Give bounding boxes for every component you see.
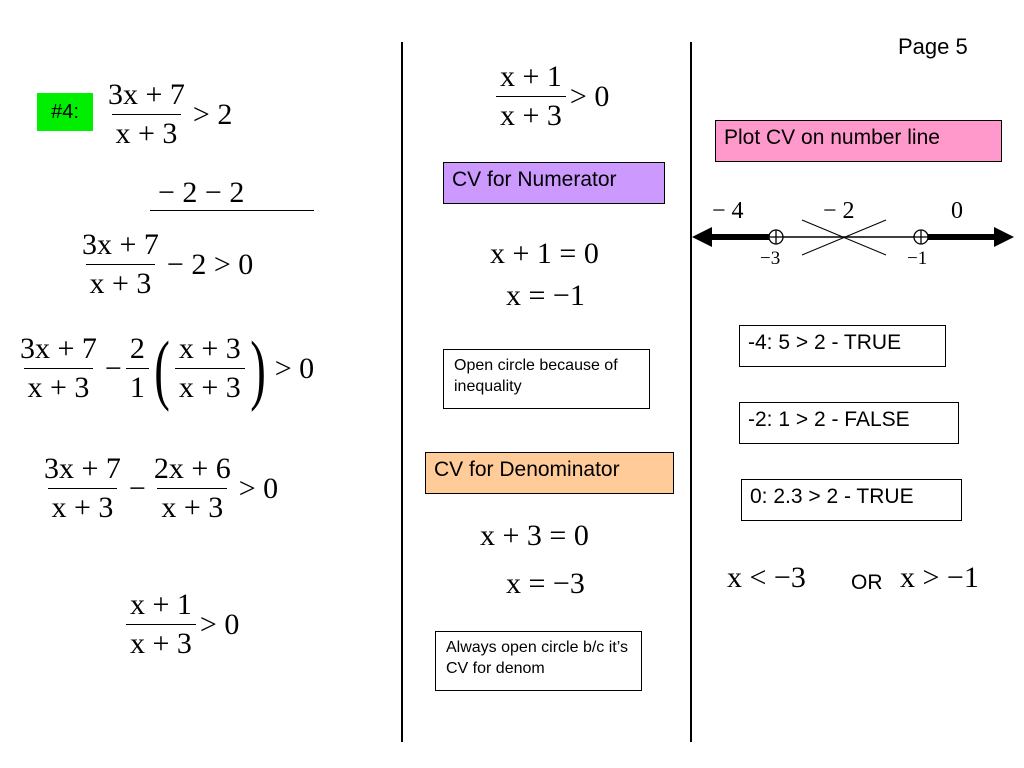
right-paren: ) [249, 324, 266, 412]
always-open-circle-note: Always open circle b/c it’s CV for denom [435, 631, 642, 691]
rhs: > 0 [569, 79, 610, 113]
denominator: x + 3 [174, 368, 245, 405]
answer-or: OR [851, 571, 883, 594]
step1-equation: 3x + 7 x + 3 − 2 > 0 [78, 228, 257, 301]
fraction: 3x + 7 x + 3 [40, 452, 125, 525]
fraction: 3x + 7 x + 3 [16, 332, 101, 405]
numerator-solution: x = −1 [506, 279, 585, 312]
numerator: x + 1 [130, 588, 192, 621]
cv-denominator-label: CV for Denominator [425, 452, 674, 494]
fraction: 3x + 7 x + 3 [78, 228, 163, 301]
numerator-equation: x + 1 = 0 [490, 237, 599, 270]
denominator: x + 3 [126, 624, 196, 661]
rhs: > 0 [274, 351, 315, 385]
denominator: x + 3 [111, 114, 182, 151]
answer-left: x < −3 [727, 561, 806, 594]
numerator: x + 3 [178, 332, 241, 365]
test-point-label: − 4 [712, 198, 744, 224]
original-inequality: 3x + 7 x + 3 > 2 [104, 78, 236, 151]
cross-out-line [801, 219, 887, 256]
test-point-label: − 2 [823, 198, 855, 224]
test-result: -2: 1 > 2 - FALSE [739, 402, 959, 444]
right-arrow-icon [994, 227, 1014, 247]
left-arrow-icon [692, 227, 712, 247]
answer-right: x > −1 [900, 561, 979, 594]
numerator: 3x + 7 [44, 452, 121, 485]
step3-equation: 3x + 7 x + 3 − 2x + 6 x + 3 > 0 [40, 452, 282, 525]
open-circle-icon [913, 229, 929, 245]
test-point-label: 0 [951, 198, 963, 224]
denominator: x + 3 [23, 368, 94, 405]
minus: − [104, 351, 122, 385]
denominator: x + 3 [496, 96, 566, 133]
cv-point-label: −1 [907, 248, 928, 269]
numerator: x + 1 [500, 60, 562, 93]
test-result: -4: 5 > 2 - TRUE [739, 325, 946, 367]
denominator-equation: x + 3 = 0 [480, 519, 589, 552]
fraction: 2 1 [125, 332, 149, 405]
subtract-both-sides: − 2 − 2 [150, 176, 314, 211]
test-result: 0: 2.3 > 2 - TRUE [741, 479, 962, 521]
minus: − [128, 471, 146, 505]
plot-label: Plot CV on number line [715, 120, 1002, 162]
left-paren: ( [154, 324, 170, 412]
rhs: > 0 [199, 607, 240, 641]
numerator: 2 [129, 332, 145, 365]
fraction: 2x + 6 x + 3 [150, 452, 235, 525]
fraction: x + 1 x + 3 [496, 60, 566, 133]
fraction: x + 1 x + 3 [126, 588, 196, 661]
numerator: 2x + 6 [153, 452, 231, 485]
denominator: x + 3 [157, 488, 228, 525]
fraction: x + 3 x + 3 [174, 332, 245, 405]
numerator: 3x + 7 [108, 78, 185, 111]
rest: − 2 > 0 [166, 247, 254, 281]
fraction: 3x + 7 x + 3 [104, 78, 189, 151]
page-label: Page 5 [898, 34, 968, 59]
numerator: 3x + 7 [82, 228, 159, 261]
middle-inequality: x + 1 x + 3 > 0 [496, 60, 613, 133]
numerator: 3x + 7 [20, 332, 97, 365]
denominator: x + 3 [85, 264, 156, 301]
denominator: 1 [125, 368, 149, 405]
denominator-solution: x = −3 [506, 567, 585, 600]
column-divider-left [401, 42, 403, 742]
rhs: > 0 [238, 471, 279, 505]
cv-numerator-label: CV for Numerator [443, 162, 665, 204]
open-circle-icon [768, 229, 784, 245]
column-divider-right [690, 42, 692, 742]
step2-equation: 3x + 7 x + 3 − 2 1 ( x + 3 x + 3 ) > 0 [16, 324, 318, 412]
step4-equation: x + 1 x + 3 > 0 [126, 588, 243, 661]
rhs: > 2 [192, 97, 233, 131]
cv-point-label: −3 [760, 248, 781, 269]
problem-tag: #4: [37, 93, 93, 131]
number-line [692, 219, 1014, 256]
denominator: x + 3 [47, 488, 118, 525]
open-circle-note: Open circle because of inequality [443, 349, 650, 409]
